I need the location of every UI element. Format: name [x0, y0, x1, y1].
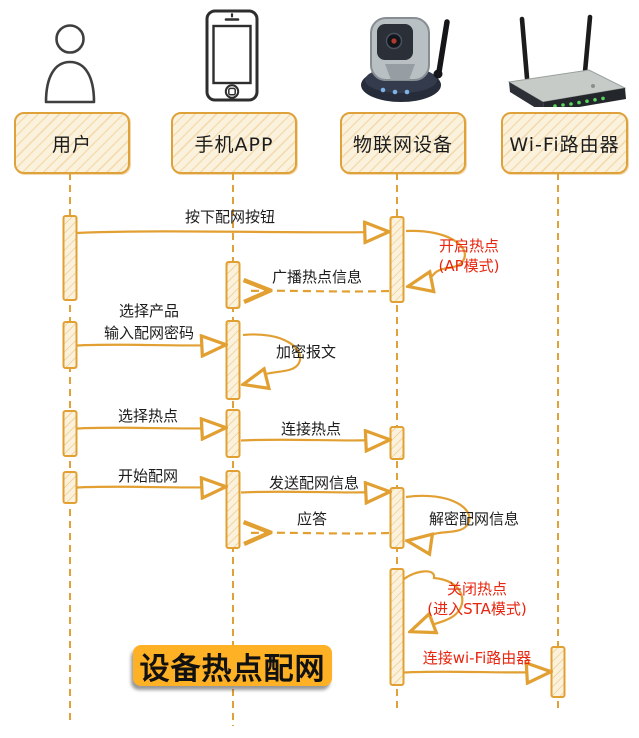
message-label-broadcast-hotspot-info: 广播热点信息 [271, 268, 363, 286]
activation-bars [62, 215, 566, 698]
activation-phone-2 [225, 320, 241, 400]
activation-router-1 [550, 646, 566, 698]
arrow-start-config [76, 487, 224, 488]
person-icon [44, 24, 96, 104]
arrow-reply [246, 533, 390, 534]
message-label-close-hotspot: 关闭热点 (进入STA模式) [427, 580, 527, 618]
arrow-self-encrypt-message [243, 333, 302, 384]
arrow-press-config-button [75, 231, 387, 233]
actor-label-wifi-router: Wi-Fi路由器 [509, 133, 620, 156]
actor-box-phone-app: 手机APP [171, 112, 297, 174]
activation-phone-1 [225, 261, 241, 309]
activation-user-4 [62, 471, 78, 504]
actor-box-user: 用户 [14, 112, 130, 174]
arrow-self-enable-hotspot [406, 229, 466, 286]
message-label-select-product: 选择产品 输入配网密码 [103, 302, 195, 342]
ip-camera-icon [361, 17, 450, 102]
message-label-connect-wifi-router: 连接wi-Fi路由器 [422, 649, 532, 667]
message-label-start-config: 开始配网 [117, 467, 179, 485]
message-label-decrypt-config-info: 解密配网信息 [428, 510, 520, 528]
message-label-press-config-button: 按下配网按钮 [184, 208, 276, 226]
message-label-send-config-info: 发送配网信息 [268, 474, 360, 492]
actor-box-wifi-router: Wi-Fi路由器 [501, 112, 628, 174]
arrow-select-product [76, 345, 224, 346]
activation-iot-1 [389, 216, 405, 303]
message-label-encrypt-message: 加密报文 [275, 343, 337, 361]
actor-label-phone-app: 手机APP [194, 133, 274, 156]
arrow-select-hotspot [76, 428, 224, 429]
message-label-connect-hotspot: 连接热点 [280, 420, 342, 438]
actor-label-user: 用户 [51, 133, 92, 156]
activation-iot-3 [389, 487, 405, 549]
arrow-broadcast-hotspot-info [246, 291, 390, 292]
activation-iot-2 [389, 426, 405, 460]
activation-phone-3 [225, 409, 241, 458]
wifi-router-icon [507, 14, 627, 107]
activation-user-3 [62, 410, 78, 457]
arrow-self-close-hotspot [403, 570, 464, 631]
arrow-self-decrypt-config [406, 494, 471, 542]
activation-user-1 [62, 215, 78, 301]
actor-label-iot-device: 物联网设备 [352, 133, 453, 156]
arrow-connect-wifi-router [403, 672, 549, 673]
arrow-send-config-info [240, 492, 388, 493]
message-label-reply: 应答 [296, 510, 328, 528]
message-label-select-hotspot: 选择热点 [117, 407, 179, 425]
actor-box-iot-device: 物联网设备 [340, 112, 466, 174]
smartphone-icon [205, 9, 259, 102]
message-label-enable-hotspot: 开启热点 (AP模式) [438, 237, 500, 275]
diagram-title: 设备热点配网 [133, 645, 332, 687]
activation-iot-4 [389, 568, 405, 686]
activation-phone-4 [225, 470, 241, 549]
activation-user-2 [62, 321, 78, 369]
arrow-connect-hotspot [240, 440, 388, 441]
